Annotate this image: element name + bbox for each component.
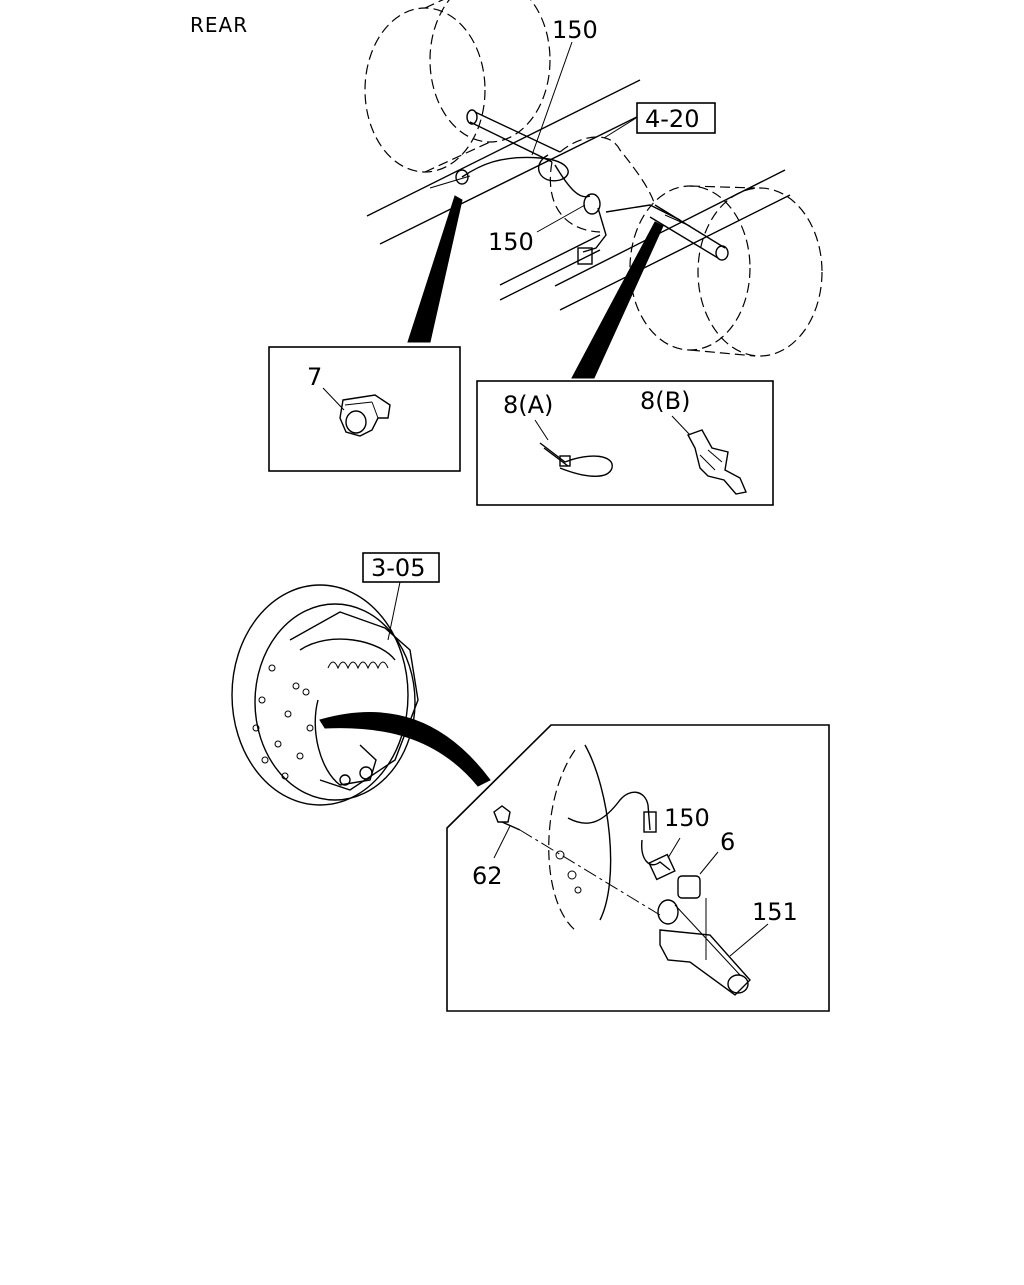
left-wheel	[364, 0, 551, 173]
right-wheel	[629, 185, 823, 357]
drum-holes	[252, 664, 314, 780]
backing-plate	[548, 744, 612, 931]
callout-ref-3-05: 3-05	[371, 554, 425, 582]
pointer-to-detail	[319, 712, 491, 787]
leader-7	[322, 387, 345, 411]
frame-rail	[499, 234, 601, 286]
leader-150-left	[536, 204, 586, 233]
callout-62: 62	[472, 862, 503, 890]
leader-151	[729, 923, 769, 957]
pointer-to-part-7	[407, 195, 463, 343]
callout-8b: 8(B)	[640, 387, 690, 415]
ref-box-3-05	[362, 552, 440, 583]
callout-6: 6	[720, 828, 735, 856]
bolt-62	[493, 805, 661, 916]
cable-tie-8a	[539, 442, 613, 477]
leader-4-20	[603, 117, 637, 139]
frame-rail	[379, 107, 656, 245]
frame-rail	[554, 169, 786, 287]
leader-150-detail	[667, 837, 681, 859]
axle-housing	[466, 109, 729, 261]
callout-151: 151	[752, 898, 798, 926]
detail-box-part-8	[476, 380, 774, 506]
clip-part-7	[339, 394, 391, 437]
callout-150-detail: 150	[664, 804, 710, 832]
leader-150-top	[531, 41, 573, 156]
leader-6	[699, 851, 719, 875]
sensor-wire	[567, 791, 676, 881]
frame-rail	[499, 249, 601, 301]
brake-spring	[327, 661, 389, 670]
callout-7: 7	[307, 363, 322, 391]
callout-150-top: 150	[552, 16, 598, 44]
frame-rail	[366, 79, 641, 217]
bracket-clip-8b	[686, 429, 747, 495]
ref-box-4-20	[636, 102, 716, 134]
rear-axle-drawing	[364, 0, 823, 379]
sensor-cable	[429, 154, 691, 265]
bracket-151	[657, 899, 751, 996]
callout-150-left: 150	[488, 228, 534, 256]
pointer-to-part-8	[571, 221, 664, 379]
detail-box-part-7	[268, 346, 461, 472]
diagram-title: REAR	[190, 13, 248, 37]
callout-8a: 8(A)	[503, 391, 553, 419]
sleeve-6	[677, 875, 707, 960]
detail-box-sensor	[446, 724, 830, 1012]
leader-8b	[671, 415, 691, 436]
leader-8a	[534, 419, 549, 441]
brake-drum-assembly	[231, 584, 491, 806]
callout-ref-4-20: 4-20	[645, 105, 699, 133]
frame-rail	[559, 194, 791, 311]
leader-62	[493, 825, 511, 859]
